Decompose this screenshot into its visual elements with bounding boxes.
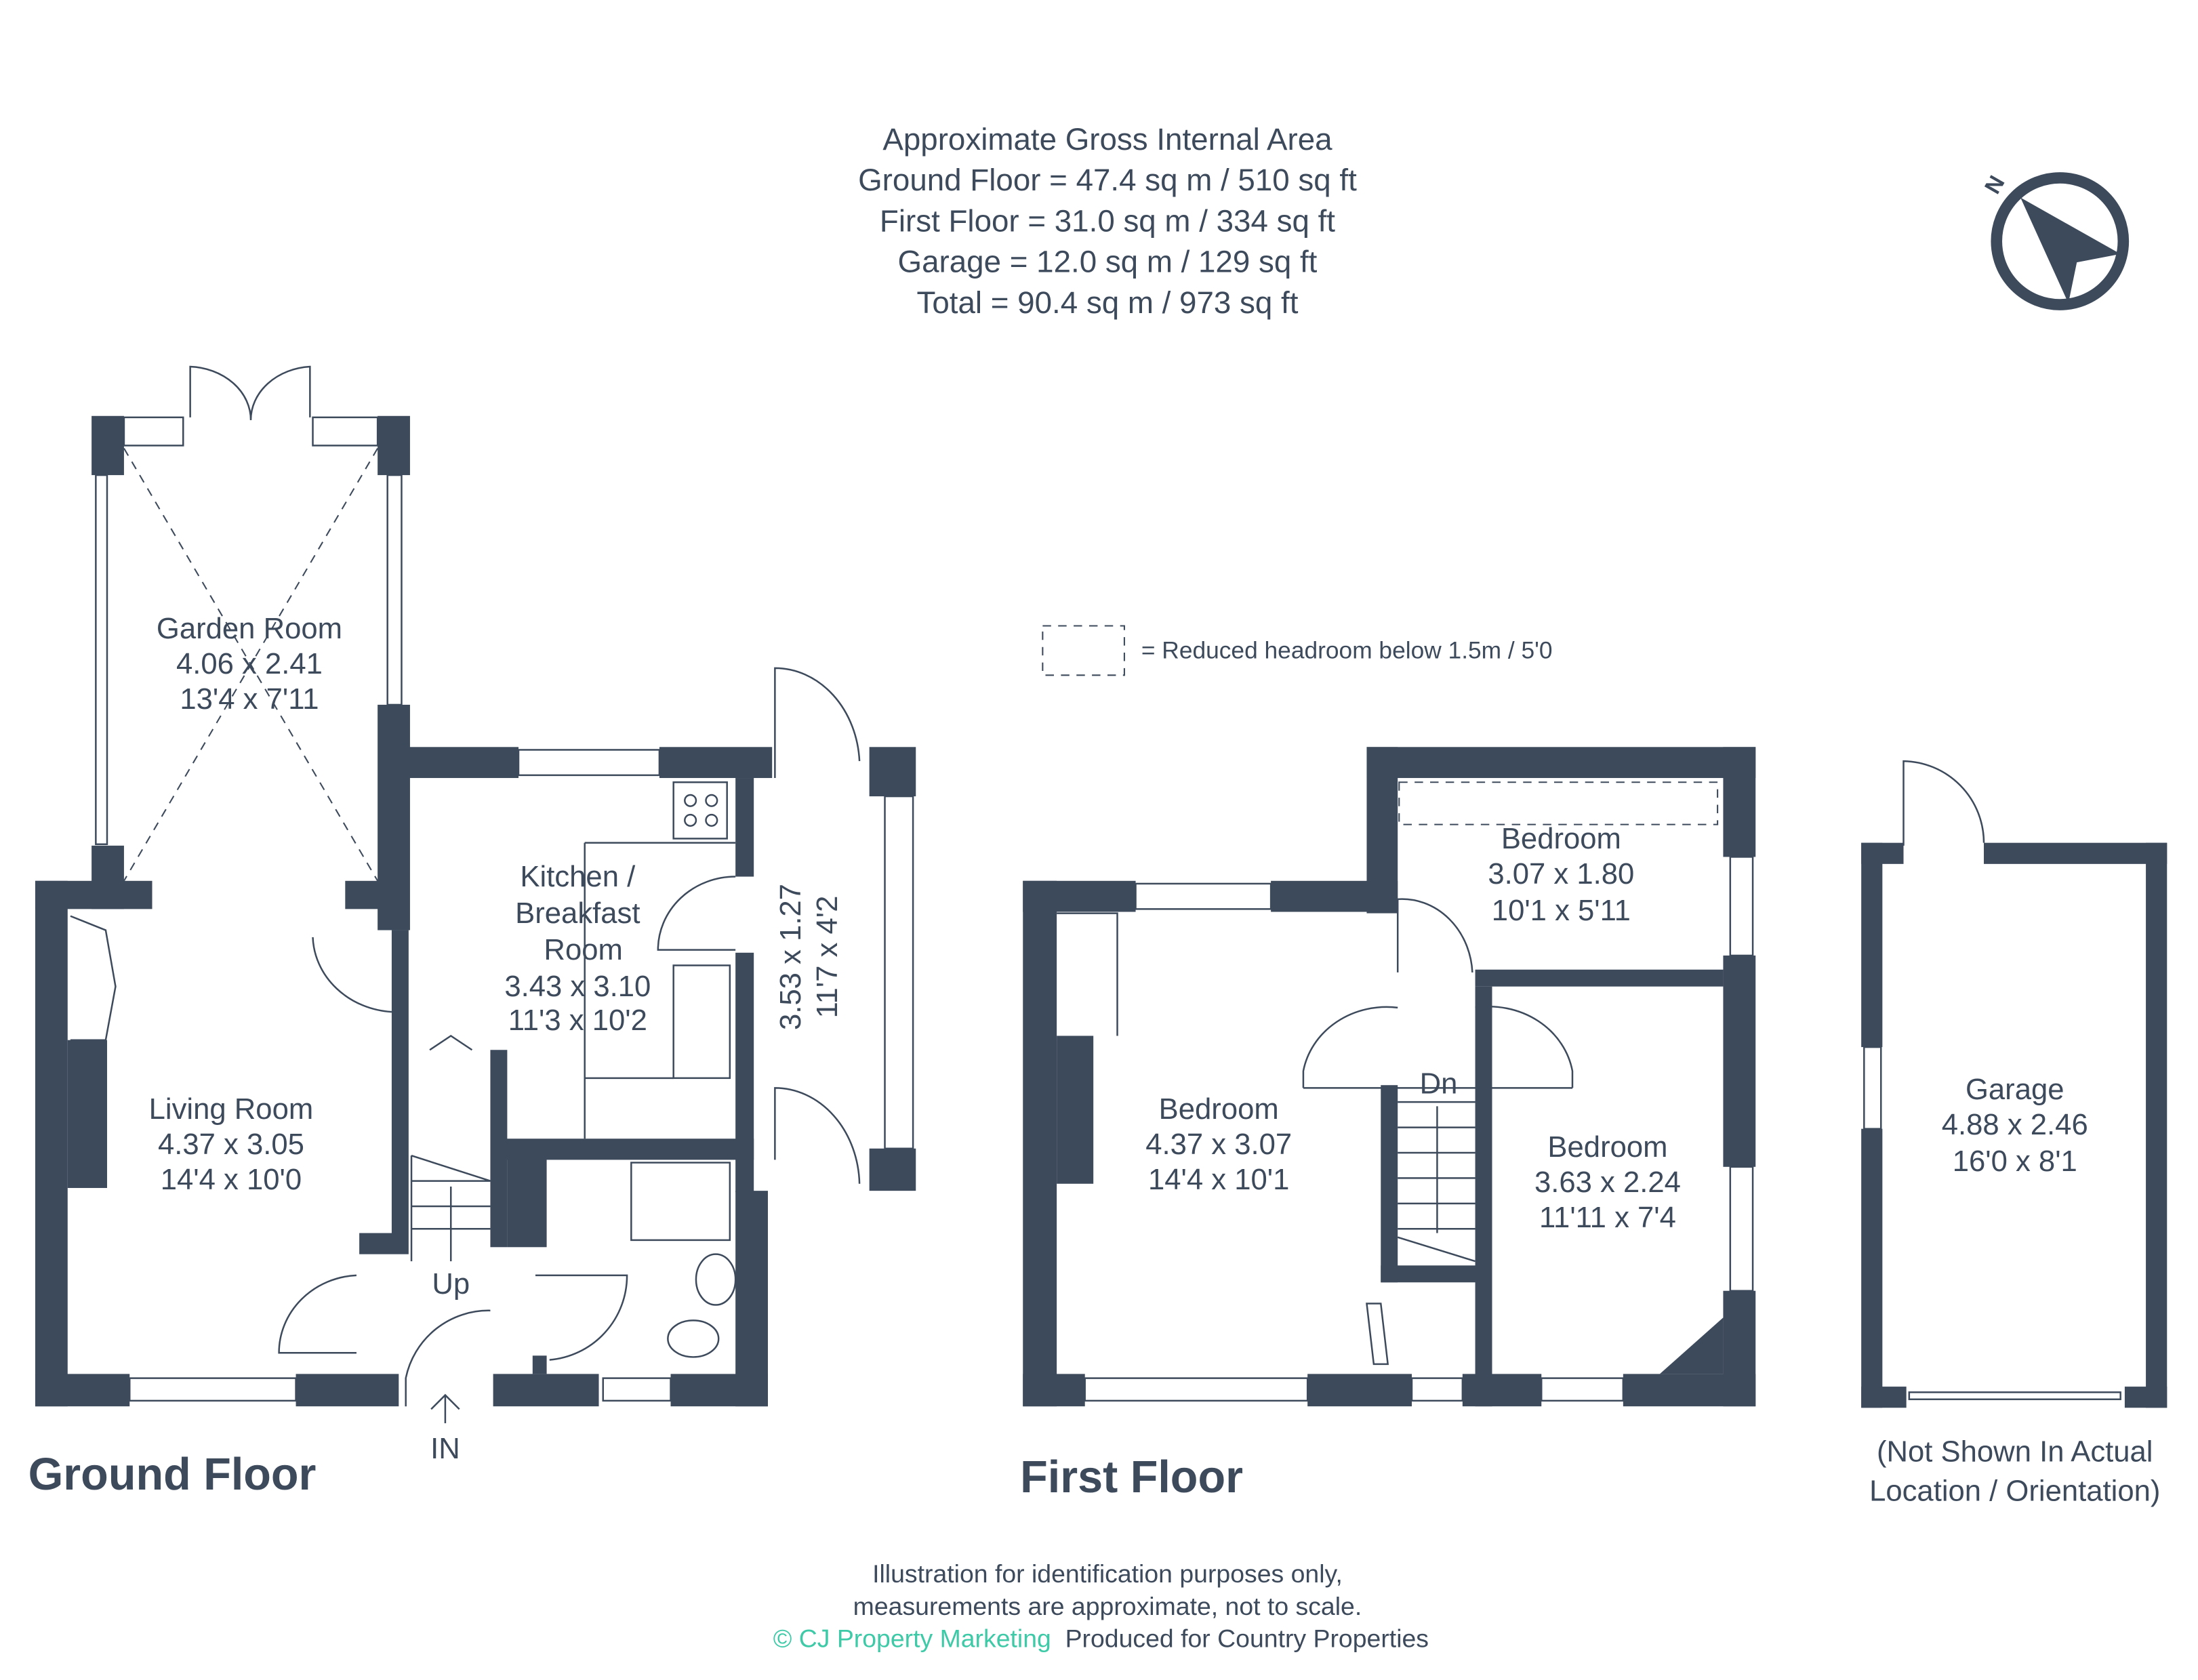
- hall-metric: 3.53 x 1.27: [774, 884, 807, 1030]
- bedroom-right-imperial: 11'11 x 7'4: [1539, 1201, 1676, 1234]
- kitchen-label-2: Breakfast: [515, 897, 640, 930]
- living-room-imperial: 14'4 x 10'0: [161, 1163, 302, 1196]
- north-label: N: [1980, 171, 2010, 198]
- area-garage: Garage = 12.0 sq m / 129 sq ft: [898, 245, 1318, 279]
- hall-imperial: 11'7 x 4'2: [811, 896, 844, 1019]
- garage-plan: [1861, 760, 2168, 1408]
- first-floor-plan: [1023, 747, 1756, 1407]
- first-floor-labels: Bedroom 3.07 x 1.80 10'1 x 5'11 Bedroom …: [1020, 822, 1681, 1502]
- garage-label: Garage: [1966, 1073, 2064, 1106]
- ground-floor-labels: Garden Room 4.06 x 2.41 13'4 x 7'11 Kitc…: [28, 612, 844, 1500]
- entrance-label: IN: [430, 1432, 460, 1465]
- bedroom-top-label: Bedroom: [1501, 822, 1621, 855]
- garage-labels: Garage 4.88 x 2.46 16'0 x 8'1 (Not Shown…: [1869, 1073, 2160, 1507]
- bedroom-right-label: Bedroom: [1547, 1130, 1667, 1164]
- kitchen-label-1: Kitchen /: [520, 860, 636, 893]
- ground-floor-plan: [35, 365, 916, 1424]
- first-floor-title: First Floor: [1020, 1452, 1243, 1502]
- bedroom-top-metric: 3.07 x 1.80: [1488, 857, 1634, 890]
- garden-room-metric: 4.06 x 2.41: [176, 647, 323, 680]
- area-ground: Ground Floor = 47.4 sq m / 510 sq ft: [858, 163, 1357, 197]
- disclaimer-line-2: measurements are approximate, not to sca…: [853, 1592, 1362, 1620]
- garage-note-1: (Not Shown In Actual: [1877, 1435, 2153, 1468]
- kitchen-label-3: Room: [544, 933, 622, 966]
- kitchen-metric: 3.43 x 3.10: [504, 970, 651, 1003]
- area-summary: Approximate Gross Internal Area Ground F…: [858, 122, 1357, 320]
- garage-note-2: Location / Orientation): [1869, 1474, 2160, 1507]
- disclaimer-line-1: Illustration for identification purposes…: [872, 1559, 1343, 1588]
- bedroom-left-metric: 4.37 x 3.07: [1145, 1128, 1292, 1161]
- garden-room-label: Garden Room: [157, 612, 342, 645]
- bedroom-top-imperial: 10'1 x 5'11: [1492, 894, 1631, 927]
- produced-for: Produced for Country Properties: [1065, 1624, 1429, 1653]
- bedroom-right-metric: 3.63 x 2.24: [1534, 1166, 1681, 1199]
- reduced-headroom-swatch: [1042, 625, 1125, 676]
- brand-credit: © CJ Property Marketing: [773, 1624, 1051, 1653]
- bedroom-left-imperial: 14'4 x 10'1: [1148, 1163, 1289, 1196]
- footer: Illustration for identification purposes…: [773, 1559, 1429, 1653]
- north-arrow-icon: N: [1980, 171, 2130, 310]
- legend: = Reduced headroom below 1.5m / 5'0: [1042, 625, 1553, 676]
- garden-room-imperial: 13'4 x 7'11: [180, 682, 319, 716]
- living-room-metric: 4.37 x 3.05: [158, 1128, 304, 1161]
- garage-metric: 4.88 x 2.46: [1942, 1108, 2088, 1141]
- stairs-down-label: Dn: [1420, 1067, 1458, 1101]
- legend-text: = Reduced headroom below 1.5m / 5'0: [1141, 637, 1553, 663]
- area-title: Approximate Gross Internal Area: [882, 122, 1332, 157]
- bedroom-left-label: Bedroom: [1159, 1092, 1279, 1126]
- kitchen-imperial: 11'3 x 10'2: [508, 1004, 647, 1037]
- area-first: First Floor = 31.0 sq m / 334 sq ft: [880, 203, 1335, 238]
- ground-floor-title: Ground Floor: [28, 1450, 317, 1500]
- garage-imperial: 16'0 x 8'1: [1953, 1145, 2077, 1178]
- living-room-label: Living Room: [149, 1092, 314, 1126]
- area-total: Total = 90.4 sq m / 973 sq ft: [917, 285, 1299, 320]
- stairs-up-label: Up: [432, 1267, 470, 1300]
